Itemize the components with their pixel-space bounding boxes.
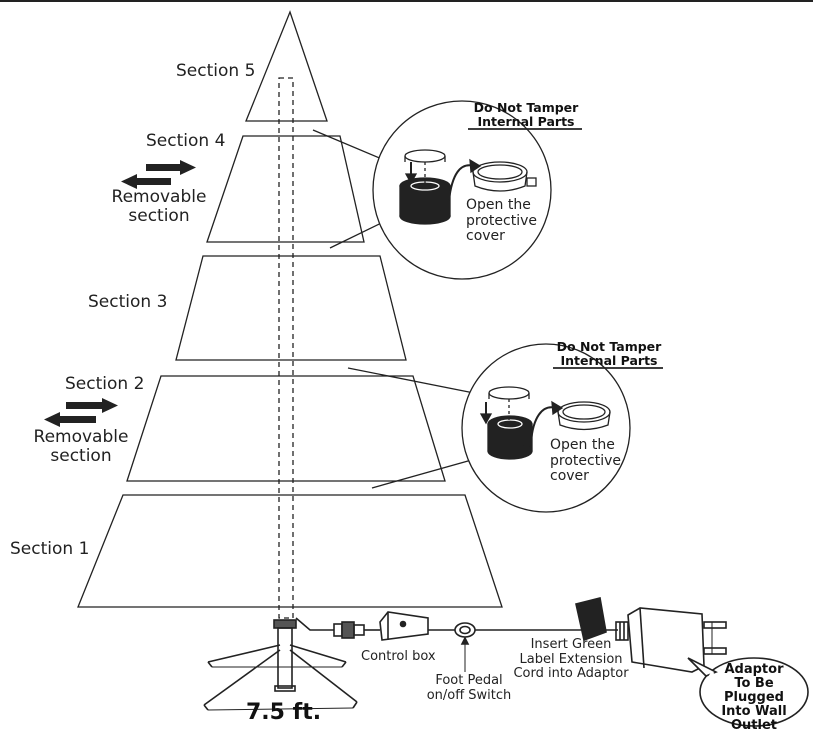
warning-bottom: Do Not Tamper Internal Parts (556, 339, 662, 368)
adaptor-label: Adaptor To Be Plugged Into Wall Outlet (721, 662, 787, 733)
power-cord (295, 597, 727, 673)
center-pole (278, 77, 294, 619)
control-box-label: Control box (361, 649, 436, 664)
section-4-label: Section 4 (146, 131, 226, 151)
tree-section-4 (206, 135, 365, 243)
foot-pedal-label: Foot Pedal on/off Switch (426, 673, 512, 703)
removable-label-upper: Removable section (111, 187, 207, 227)
section-2-label: Section 2 (65, 374, 145, 394)
tree-stand (203, 619, 358, 711)
top-rule (0, 0, 813, 2)
extension-cord-label: Insert Green Label Extension Cord into A… (513, 637, 629, 682)
removable-label-lower: Removable section (33, 427, 129, 467)
tree-section-3 (175, 255, 407, 361)
section-1-label: Section 1 (10, 539, 90, 559)
tree-section-5 (245, 10, 328, 122)
removable-arrows-lower (44, 398, 118, 427)
tree-section-2 (126, 375, 446, 482)
section-3-label: Section 3 (88, 292, 168, 312)
tree-section-1 (77, 494, 503, 608)
instruction-top: Open the protective cover (466, 197, 537, 245)
warning-top: Do Not Tamper Internal Parts (473, 100, 579, 129)
instruction-bottom: Open the protective cover (550, 437, 621, 485)
detail-callout-top (312, 100, 582, 280)
detail-callout-bottom (347, 343, 663, 513)
section-5-label: Section 5 (176, 61, 256, 81)
tree-height-label: 7.5 ft. (246, 700, 322, 725)
removable-arrows-upper (121, 160, 196, 189)
